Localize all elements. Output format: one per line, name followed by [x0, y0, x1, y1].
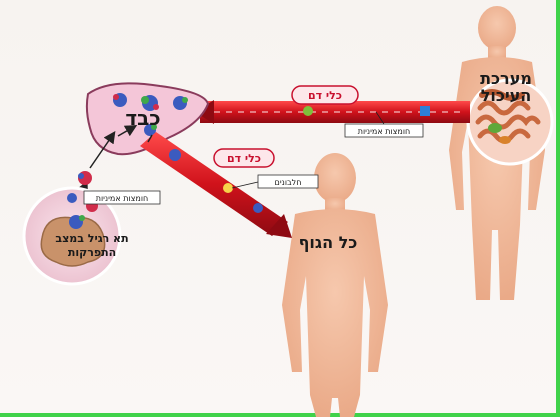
- amino-acids-label-cell: חומצות אמיניות: [83, 190, 161, 205]
- digestive-system-label-line2: העיכול: [481, 86, 532, 105]
- svg-text:חומצות אמיניות: חומצות אמיניות: [358, 127, 411, 136]
- svg-text:כלי דם: כלי דם: [308, 89, 342, 102]
- nutrient-particle: [303, 106, 313, 116]
- amino-acid-cluster: [169, 149, 181, 161]
- digestive-system-circle: [466, 78, 554, 166]
- svg-text:חומצות אמיניות: חומצות אמיניות: [96, 194, 149, 203]
- human-figure-middle: [282, 153, 388, 417]
- liver: [85, 82, 210, 156]
- digestive-system-label-line1: מערכת: [480, 69, 532, 88]
- amino-acid-cluster: [253, 203, 263, 213]
- cell-circle: [22, 186, 122, 286]
- blood-vessel-top: [195, 100, 470, 124]
- amino-acid-particle: [78, 171, 92, 185]
- proteins-label: חלבונים: [231, 174, 319, 189]
- svg-text:כלי דם: כלי דם: [227, 152, 261, 165]
- blood-vessel-bottom: [140, 132, 292, 238]
- cell-label-line1: תא רגיל במצב: [55, 232, 128, 245]
- nutrient-particle: [420, 106, 430, 116]
- protein-particle: [223, 183, 233, 193]
- blood-vessel-pill-bottom: כלי דם: [213, 148, 275, 168]
- liver-label: כבד: [125, 106, 160, 130]
- blood-vessel-pill-top: כלי דם: [291, 85, 359, 105]
- amino-acids-label-top: חומצות אמיניות: [344, 111, 424, 138]
- cell-label-line2: התפרקות: [68, 246, 116, 259]
- svg-text:חלבונים: חלבונים: [275, 178, 302, 187]
- whole-body-label: כל הגוף: [299, 233, 358, 252]
